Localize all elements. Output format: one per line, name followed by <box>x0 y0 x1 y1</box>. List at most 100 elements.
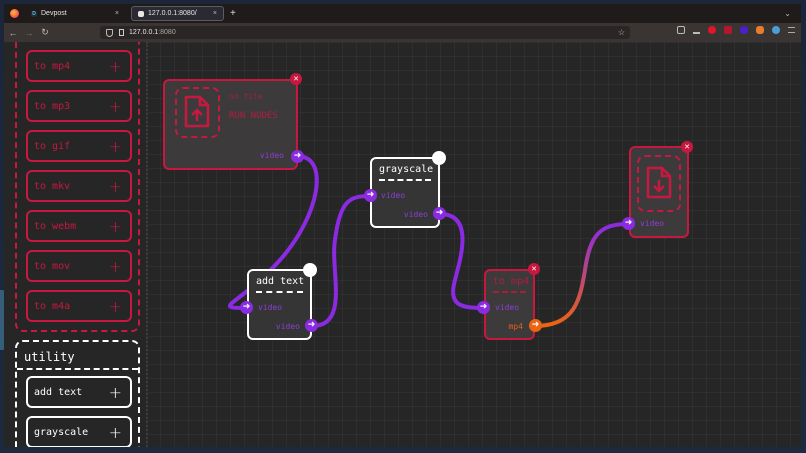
input-port-label: video <box>381 191 406 200</box>
file-status: no file <box>229 92 263 101</box>
plus-icon: + <box>108 216 122 236</box>
node-editor-app: to mp4 + to mp3 + to gif + to mkv + to webm +… <box>4 42 801 447</box>
plus-icon: + <box>108 176 122 196</box>
input-handle-arrow-icon[interactable]: ➜ <box>477 301 490 314</box>
downloads-icon[interactable] <box>693 26 700 34</box>
output-port-label: video <box>275 322 300 331</box>
url-host: 127.0.0.1 <box>129 29 159 36</box>
toolbar-icons <box>677 26 795 34</box>
output-file-node[interactable]: video <box>629 146 689 238</box>
grayscale-node[interactable]: grayscale video video <box>370 157 440 228</box>
firefox-logo-icon[interactable] <box>10 9 19 18</box>
palette-item-grayscale[interactable]: grayscale + <box>26 416 132 447</box>
page-info-icon[interactable] <box>119 29 124 36</box>
upload-dropzone[interactable] <box>175 87 220 138</box>
output-handle-arrow-icon[interactable]: ➜ <box>291 150 304 163</box>
tab-devpost[interactable]: D Devpost × <box>25 6 125 21</box>
url-text[interactable]: 127.0.0.1:8080 <box>129 29 176 36</box>
file-download-icon <box>646 166 672 199</box>
close-icon[interactable]: ✕ <box>290 73 302 85</box>
item-label: to webm <box>34 220 77 232</box>
node-menu-dot[interactable] <box>303 263 317 277</box>
palette-item-to-m4a[interactable]: to m4a + <box>26 290 132 322</box>
pocket-icon[interactable] <box>677 26 685 34</box>
new-tab-button[interactable]: + <box>230 8 236 19</box>
item-label: to mp3 <box>34 100 71 112</box>
palette-item-to-gif[interactable]: to gif + <box>26 130 132 162</box>
extension-fox-icon[interactable] <box>756 26 764 34</box>
palette-item-add-text[interactable]: add text + <box>26 376 132 408</box>
sidebar-divider[interactable] <box>146 42 148 447</box>
extension-purple-icon[interactable] <box>740 26 748 34</box>
extension-blue-icon[interactable] <box>772 26 780 34</box>
to-mp4-node[interactable]: to mp4 video mp4 <box>484 269 535 340</box>
address-bar[interactable]: 127.0.0.1:8080 ☆ <box>100 26 630 39</box>
convert-group: to mp4 + to mp3 + to gif + to mkv + to webm +… <box>15 42 140 332</box>
forward-button[interactable]: → <box>24 27 34 38</box>
extension-red-2-icon[interactable] <box>724 26 732 34</box>
title-divider <box>493 291 526 293</box>
tab-close-icon[interactable]: × <box>114 10 119 17</box>
list-tabs-icon[interactable]: ⌄ <box>784 9 791 18</box>
close-icon[interactable]: ✕ <box>528 263 540 275</box>
node-title: add text <box>256 276 305 287</box>
group-title: utility <box>17 342 138 370</box>
item-label: to mp4 <box>34 60 71 72</box>
tab-close-icon[interactable]: × <box>212 10 217 17</box>
tracking-shield-icon[interactable] <box>106 28 113 37</box>
close-icon[interactable]: ✕ <box>681 141 693 153</box>
output-handle-arrow-icon[interactable]: ➜ <box>433 207 446 220</box>
plus-icon: + <box>108 56 122 76</box>
input-handle-arrow-icon[interactable]: ➜ <box>622 217 635 230</box>
item-label: grayscale <box>34 426 89 438</box>
run-nodes-button[interactable]: RUN NODES <box>229 111 278 121</box>
add-text-node[interactable]: add text video video <box>247 269 312 340</box>
palette-item-to-webm[interactable]: to webm + <box>26 210 132 242</box>
input-handle-arrow-icon[interactable]: ➜ <box>240 301 253 314</box>
plus-icon: + <box>108 382 122 402</box>
download-box[interactable] <box>637 155 681 212</box>
file-upload-icon <box>184 95 210 128</box>
menu-icon[interactable] <box>788 27 795 33</box>
title-divider <box>379 179 431 181</box>
tab-title: 127.0.0.1:8080/ <box>148 10 197 17</box>
output-port-label: video <box>259 151 284 160</box>
output-port-label: mp4 <box>508 322 523 331</box>
output-handle-arrow-icon[interactable]: ➜ <box>529 319 542 332</box>
tab-localhost[interactable]: 127.0.0.1:8080/ × <box>131 6 224 21</box>
plus-icon: + <box>108 422 122 442</box>
plus-icon: + <box>108 136 122 156</box>
node-palette-sidebar: to mp4 + to mp3 + to gif + to mkv + to webm +… <box>4 42 146 447</box>
plus-icon: + <box>108 256 122 276</box>
plus-icon: + <box>108 96 122 116</box>
item-label: to m4a <box>34 300 71 312</box>
utility-group: utility add text + grayscale + <box>15 340 140 447</box>
node-title: to mp4 <box>493 276 530 287</box>
input-port-label: video <box>495 303 520 312</box>
back-button[interactable]: ← <box>8 27 18 38</box>
devpost-icon: D <box>31 10 37 17</box>
input-port-label: video <box>258 303 283 312</box>
page-icon <box>138 10 144 17</box>
palette-item-to-mov[interactable]: to mov+ <box>26 250 132 282</box>
tab-strip: D Devpost × 127.0.0.1:8080/ × + ⌄ <box>4 4 801 23</box>
item-label: to gif <box>34 140 71 152</box>
url-port: :8080 <box>158 29 176 36</box>
tab-title: Devpost <box>41 10 67 17</box>
title-divider <box>256 291 303 293</box>
item-label: add text <box>34 386 83 398</box>
reload-button[interactable]: ↻ <box>41 27 49 37</box>
palette-item-to-mp3[interactable]: to mp3 + <box>26 90 132 122</box>
input-file-node[interactable]: no file RUN NODES video <box>163 79 298 170</box>
plus-icon: + <box>108 296 122 316</box>
output-handle-arrow-icon[interactable]: ➜ <box>305 319 318 332</box>
item-label: to mkv <box>34 180 71 192</box>
node-title: grayscale <box>379 164 434 175</box>
palette-item-to-mp4[interactable]: to mp4 + <box>26 50 132 82</box>
node-menu-dot[interactable] <box>432 151 446 165</box>
output-port-label: video <box>403 210 428 219</box>
extension-red-1-icon[interactable] <box>708 26 716 34</box>
palette-item-to-mkv[interactable]: to mkv + <box>26 170 132 202</box>
bookmark-star-icon[interactable]: ☆ <box>617 28 625 37</box>
input-handle-arrow-icon[interactable]: ➜ <box>364 189 377 202</box>
